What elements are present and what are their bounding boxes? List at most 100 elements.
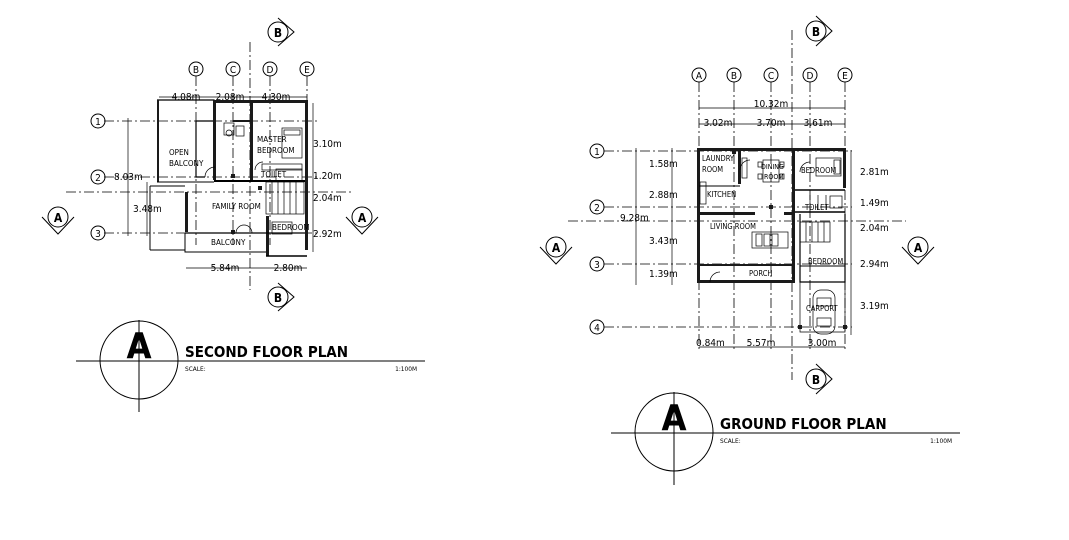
dimension-label: 3.48m (133, 204, 162, 215)
room-label: TOILET (260, 170, 287, 179)
grid-label: D (267, 65, 274, 76)
ground-floor-walls (697, 148, 847, 335)
grid-bubble-col-e (299, 61, 315, 77)
dimension-label: 10.32m (754, 99, 789, 110)
grid-label: A (696, 71, 703, 82)
dimension-label: 4.30m (262, 92, 291, 103)
grid-bubble-row-2 (90, 169, 106, 185)
room-label: BEDROOM (808, 257, 843, 266)
grid-label: 1 (95, 117, 101, 128)
second-floor-grid-row-bubbles: 1 2 3 (90, 113, 106, 241)
dimension-label: 2.81m (860, 167, 889, 178)
room-label: MASTER (257, 135, 287, 144)
grid-label: C (768, 71, 774, 82)
dimension-label: 3.43m (649, 236, 678, 247)
room-label: BEDROOM (257, 146, 295, 155)
dimension-label: 5.84m (211, 263, 240, 274)
room-label: BEDROOM (272, 223, 310, 232)
section-label: A (552, 241, 561, 255)
grid-label: 3 (95, 229, 101, 240)
dimension-label: 8.03m (114, 172, 143, 183)
dimension-label: 2.92m (313, 229, 342, 240)
second-floor-section-markers: B B A A (41, 17, 379, 312)
plan-title: GROUND FLOOR PLAN (720, 415, 887, 433)
second-floor-dimension-lines (127, 96, 314, 269)
room-label: KITCHEN (707, 190, 736, 199)
dimension-label: 3.00m (808, 338, 837, 349)
second-floor-walls (149, 99, 308, 257)
room-label: BALCONY (169, 159, 204, 168)
grid-label: 2 (95, 173, 101, 184)
room-label: DINING (761, 163, 784, 171)
room-label: BALCONY (211, 238, 246, 247)
room-label: LAUNDRY (702, 154, 735, 163)
ground-floor-plan: A B C D E 1 2 3 4 B B A A (539, 15, 960, 485)
grid-bubble-row-1 (90, 113, 106, 129)
grid-label: 1 (594, 147, 600, 158)
dimension-label: 1.49m (860, 198, 889, 209)
dimension-label: 1.20m (313, 171, 342, 182)
room-label: PORCH (749, 269, 772, 278)
grid-label: E (842, 71, 848, 82)
ground-floor-grid-col-bubbles: A B C D E (691, 67, 853, 83)
plan-title: SECOND FLOOR PLAN (185, 343, 348, 361)
section-label: A (358, 211, 367, 225)
dimension-label: 2.94m (860, 259, 889, 270)
second-floor-grid-col-bubbles: B C D E (188, 61, 315, 77)
grid-bubble-col-d (262, 61, 278, 77)
scale-value: 1:100M (395, 365, 417, 373)
grid-label: E (304, 65, 310, 76)
section-label: B (812, 373, 820, 387)
room-label: ROOM (764, 173, 784, 181)
dimension-label: 3.70m (757, 118, 786, 129)
section-label: A (54, 211, 63, 225)
grid-label: B (193, 65, 199, 76)
section-label: B (274, 26, 282, 40)
ground-floor-section-markers: B B A A (539, 15, 935, 395)
room-label: CARPORT (806, 304, 839, 313)
grid-label: C (230, 65, 236, 76)
section-marker-b-top (267, 21, 289, 43)
section-marker-a-right (351, 206, 373, 228)
dimension-label: 3.61m (804, 118, 833, 129)
second-floor-grid-lines (66, 42, 352, 290)
section-label: A (914, 241, 923, 255)
dimension-label: 2.08m (216, 92, 245, 103)
grid-bubble-col-b (188, 61, 204, 77)
section-label: B (812, 25, 820, 39)
grid-label: 4 (594, 323, 600, 334)
second-floor-title-block: A SECOND FLOOR PLAN SCALE: 1:100M (76, 320, 425, 412)
ground-floor-grid-row-bubbles: 1 2 3 4 (589, 143, 605, 335)
room-label: FAMILY ROOM (212, 202, 261, 211)
section-marker-b-bottom (267, 286, 289, 308)
grid-label: 2 (594, 203, 600, 214)
dimension-label: 9.28m (620, 213, 649, 224)
dimension-label: 0.84m (696, 338, 725, 349)
second-floor-plan: B C D E 1 2 3 B B A A (41, 17, 425, 412)
scale-label: SCALE: (185, 365, 206, 373)
dimension-label: 2.88m (649, 190, 678, 201)
room-label: BEDROOM (801, 166, 836, 175)
dimension-label: 1.58m (649, 159, 678, 170)
section-marker-a-left (47, 206, 69, 228)
dimension-label: 5.57m (747, 338, 776, 349)
room-label: LIVING ROOM (710, 222, 756, 231)
dimension-label: 2.04m (313, 193, 342, 204)
title-mark: A (661, 398, 686, 439)
title-mark: A (126, 326, 151, 367)
dimension-label: 4.08m (172, 92, 201, 103)
living-room-sofa-set (751, 231, 789, 249)
dimension-label: 1.39m (649, 269, 678, 280)
room-label: ROOM (702, 165, 723, 174)
room-label: OPEN (169, 148, 189, 157)
ground-floor-grid-lines (568, 30, 906, 380)
ground-floor-title-block: A GROUND FLOOR PLAN SCALE: 1:100M (611, 392, 960, 485)
room-label: TOILET (804, 203, 829, 212)
dining-table (757, 159, 785, 183)
grid-bubble-col-c (225, 61, 241, 77)
grid-label: 3 (594, 260, 600, 271)
ground-floor-dimension-lines (635, 107, 852, 348)
scale-value: 1:100M (930, 437, 952, 445)
dimension-label: 3.19m (860, 301, 889, 312)
